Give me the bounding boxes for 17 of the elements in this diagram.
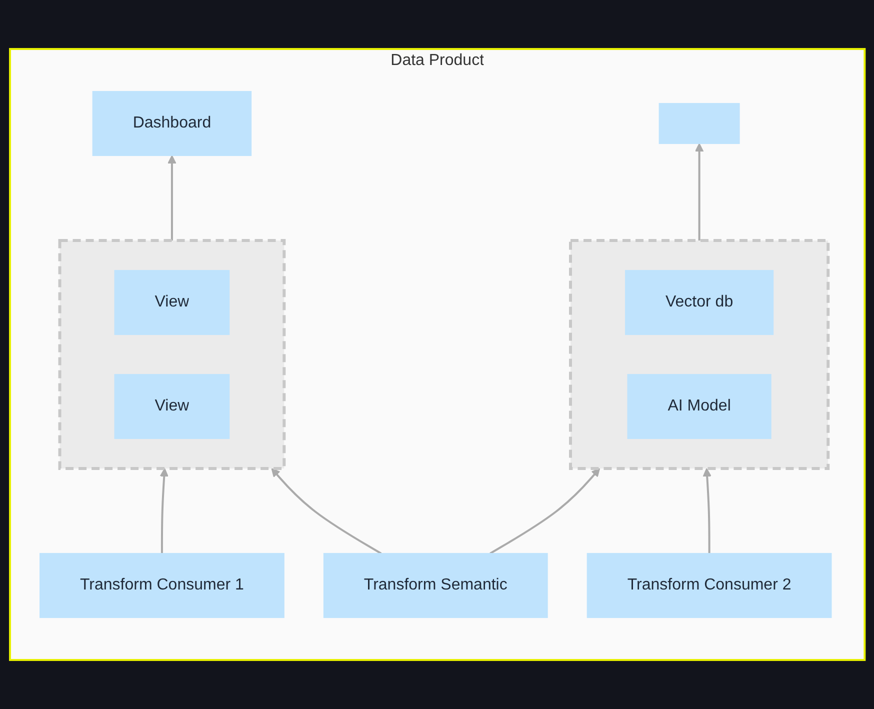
node-box: Transform Semantic xyxy=(323,552,548,618)
node-box: Dashboard xyxy=(92,91,252,156)
node-box: View xyxy=(114,270,230,335)
arrow xyxy=(489,468,600,554)
arrow xyxy=(702,468,712,554)
node-box xyxy=(658,103,740,144)
node-box: View xyxy=(114,374,230,439)
arrow xyxy=(167,155,176,240)
node-box: AI Model xyxy=(626,374,772,439)
node-box: Transform Consumer 1 xyxy=(39,552,284,618)
node-box: Vector db xyxy=(624,270,774,335)
cluster xyxy=(58,239,286,470)
arrow xyxy=(694,143,704,240)
arrow xyxy=(270,468,382,554)
node-box: Transform Consumer 2 xyxy=(586,552,832,618)
cluster xyxy=(568,239,830,470)
arrow xyxy=(159,468,168,554)
